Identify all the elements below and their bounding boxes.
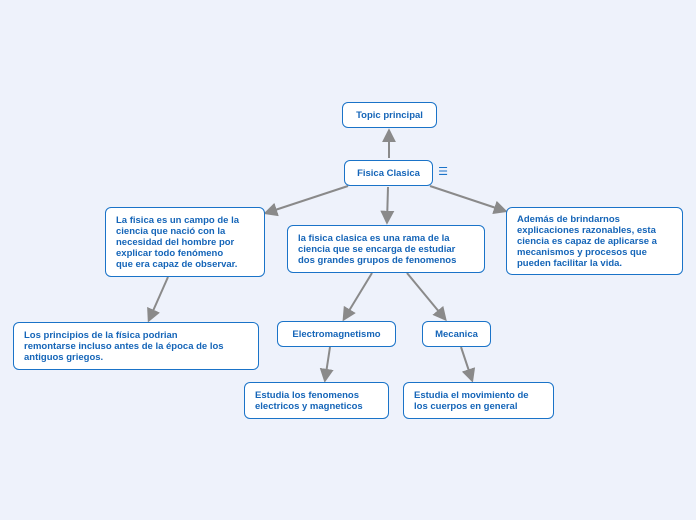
node-electromagnetismo[interactable]: Electromagnetismo — [277, 321, 396, 347]
node-fenomenos-electricos-label: Estudia los fenomenos electricos y magne… — [255, 389, 363, 412]
node-movimiento-cuerpos[interactable]: Estudia el movimiento de los cuerpos en … — [403, 382, 554, 419]
node-topic-principal[interactable]: Topic principal — [342, 102, 437, 128]
connector-to-mecanica — [406, 272, 447, 322]
node-explicaciones-label: Además de brindarnos explicaciones razon… — [517, 213, 657, 269]
connector-to-campo-ciencia — [263, 185, 349, 217]
node-fenomenos-electricos[interactable]: Estudia los fenomenos electricos y magne… — [244, 382, 389, 419]
node-principios-label: Los principios de la física podrian remo… — [24, 329, 224, 363]
node-fisica-clasica-label: Fisica Clasica — [357, 167, 420, 179]
node-rama-ciencia[interactable]: la fisica clasica es una rama de la cien… — [287, 225, 485, 273]
node-principios[interactable]: Los principios de la física podrian remo… — [13, 322, 259, 370]
connector-to-fenomenos-electricos — [319, 346, 334, 383]
node-campo-ciencia-label: La fisica es un campo de la ciencia que … — [116, 214, 240, 270]
node-fisica-clasica[interactable]: Fisica Clasica — [344, 160, 433, 186]
node-movimiento-cuerpos-label: Estudia el movimiento de los cuerpos en … — [414, 389, 529, 412]
connector-to-principios — [147, 276, 169, 323]
node-mecanica[interactable]: Mecanica — [422, 321, 491, 347]
node-mecanica-label: Mecanica — [435, 328, 478, 340]
connector-to-electromagnetismo — [342, 272, 373, 322]
menu-icon[interactable]: ☰ — [438, 165, 448, 178]
connector-to-movimiento-cuerpos — [460, 346, 476, 383]
node-campo-ciencia[interactable]: La fisica es un campo de la ciencia que … — [105, 207, 265, 277]
node-explicaciones[interactable]: Además de brindarnos explicaciones razon… — [506, 207, 683, 275]
connector-to-explicaciones — [429, 185, 508, 215]
connector-to-rama-ciencia — [380, 186, 395, 225]
node-electromagnetismo-label: Electromagnetismo — [292, 328, 381, 340]
node-rama-ciencia-label: la fisica clasica es una rama de la cien… — [298, 232, 457, 266]
node-topic-principal-label: Topic principal — [356, 109, 423, 121]
